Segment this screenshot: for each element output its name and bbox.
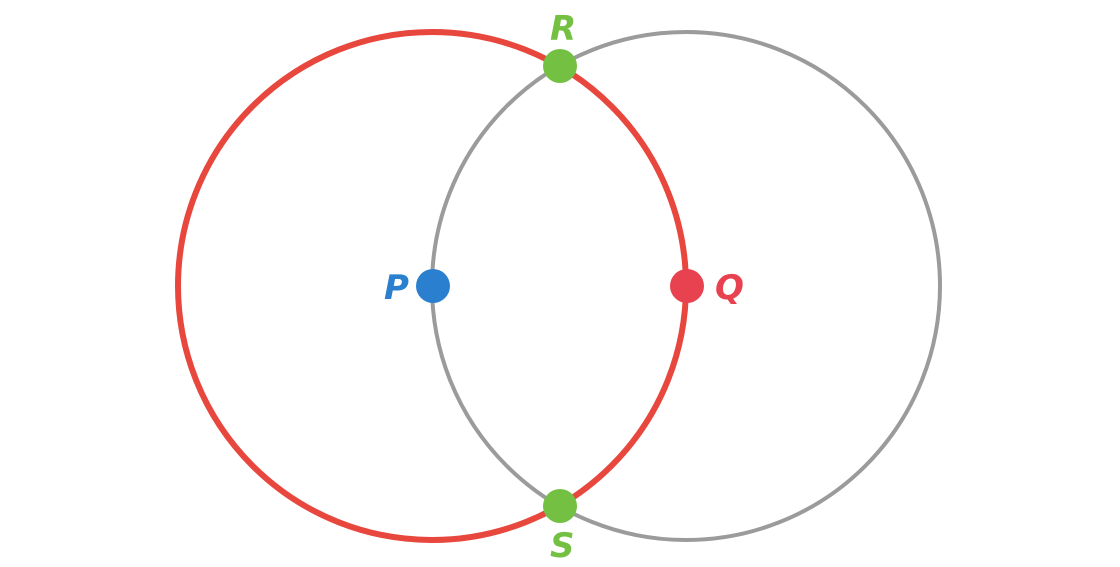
point-p bbox=[416, 269, 450, 303]
label-s: S bbox=[550, 526, 575, 566]
point-q bbox=[670, 269, 704, 303]
label-q: Q bbox=[715, 268, 744, 308]
label-r: R bbox=[550, 9, 576, 49]
label-p: P bbox=[384, 268, 409, 308]
point-r bbox=[543, 49, 577, 83]
point-s bbox=[543, 489, 577, 523]
